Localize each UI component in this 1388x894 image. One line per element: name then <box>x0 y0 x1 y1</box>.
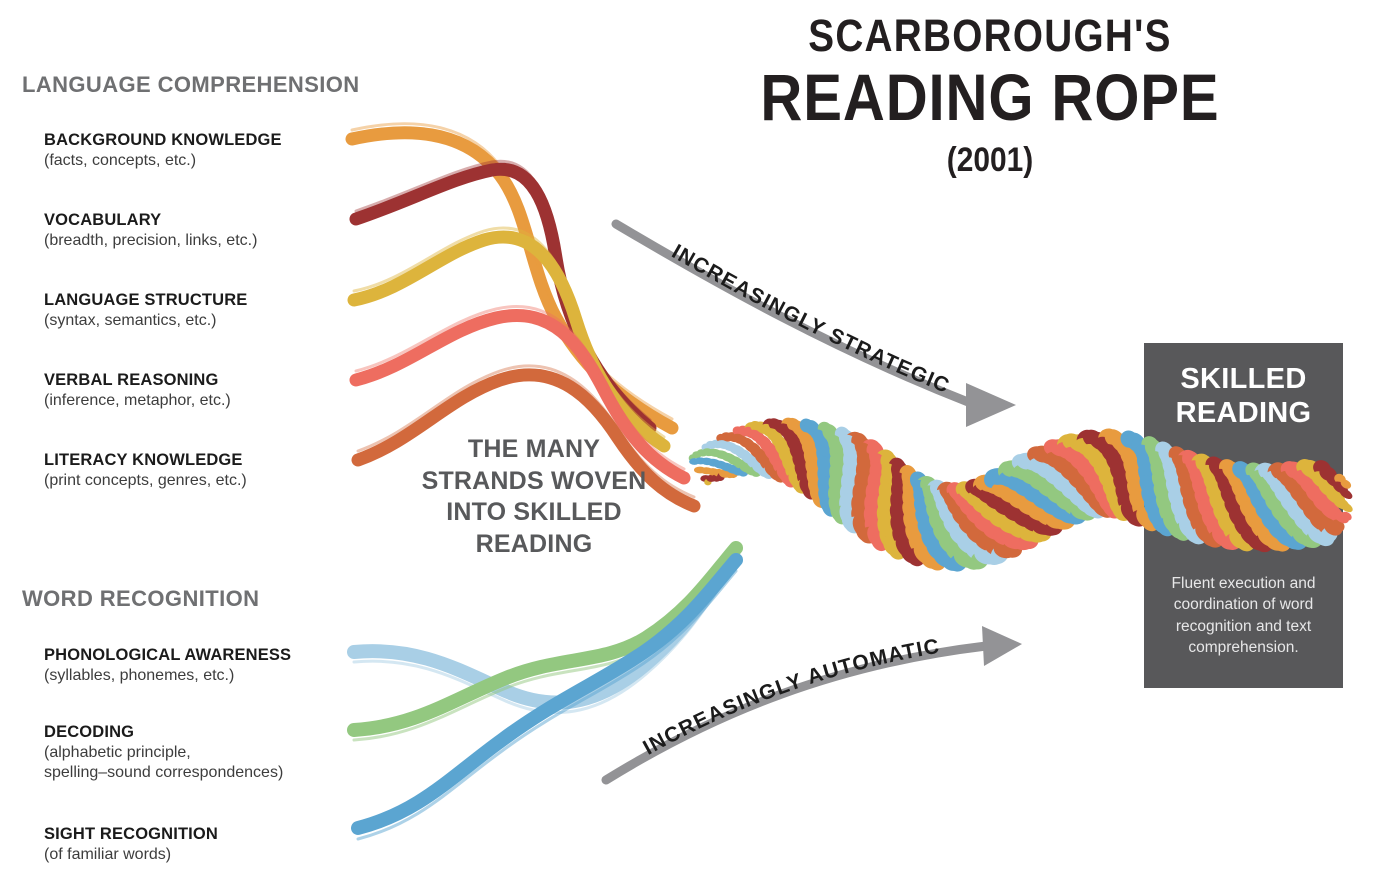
strand-label-phonological-awareness: PHONOLOGICAL AWARENESS (syllables, phone… <box>44 645 384 686</box>
title-year: (2001) <box>946 141 1034 180</box>
strand-label-background-knowledge: BACKGROUND KNOWLEDGE (facts, concepts, e… <box>44 130 384 171</box>
strand-label-sight-recognition: SIGHT RECOGNITION (of familiar words) <box>44 824 384 865</box>
skilled-reading-description: Fluent execution and coordination of wor… <box>1171 575 1316 657</box>
woven-rope-braid <box>688 417 1153 572</box>
strand-label-literacy-knowledge: LITERACY KNOWLEDGE (print concepts, genr… <box>44 450 384 491</box>
title-eyebrow: SCARBOROUGH'S <box>808 10 1172 61</box>
strand-title: VOCABULARY <box>44 211 162 229</box>
strand-detail: (syllables, phonemes, etc.) <box>44 667 235 685</box>
strand-title: LITERACY KNOWLEDGE <box>44 451 243 469</box>
title-block: SCARBOROUGH'S READING ROPE (2001) <box>600 12 1380 180</box>
page-title: READING ROPE <box>760 60 1220 135</box>
strand-title: BACKGROUND KNOWLEDGE <box>44 131 282 149</box>
strand-label-language-structure: LANGUAGE STRUCTURE (syntax, semantics, e… <box>44 290 384 331</box>
center-caption: THE MANY STRANDS WOVEN INTO SKILLED READ… <box>421 435 647 558</box>
strand-detail: (print concepts, genres, etc.) <box>44 472 247 490</box>
strand-detail: (inference, metaphor, etc.) <box>44 392 231 410</box>
strand-detail: (syntax, semantics, etc.) <box>44 312 217 330</box>
word-recognition-strands <box>354 548 736 841</box>
skilled-reading-panel: SKILLED READING Fluent execution and coo… <box>1144 343 1343 688</box>
language-comprehension-heading: LANGUAGE COMPREHENSION <box>22 72 360 97</box>
strand-detail: (of familiar words) <box>44 846 172 864</box>
strand-label-verbal-reasoning: VERBAL REASONING (inference, metaphor, e… <box>44 370 384 411</box>
strand-title: VERBAL REASONING <box>44 371 219 389</box>
strand-title: PHONOLOGICAL AWARENESS <box>44 646 292 664</box>
strand-title: LANGUAGE STRUCTURE <box>44 291 248 309</box>
strand-title: SIGHT RECOGNITION <box>44 825 218 843</box>
strand-detail: (alphabetic principle, spelling–sound co… <box>44 744 284 782</box>
strand-title: DECODING <box>44 723 135 741</box>
word-recognition-heading: WORD RECOGNITION <box>22 586 260 611</box>
skilled-reading-heading: SKILLED READING <box>1175 363 1312 429</box>
strand-label-decoding: DECODING (alphabetic principle, spelling… <box>44 722 384 783</box>
strand-detail: (facts, concepts, etc.) <box>44 152 197 170</box>
strand-label-vocabulary: VOCABULARY (breadth, precision, links, e… <box>44 210 384 251</box>
strand-detail: (breadth, precision, links, etc.) <box>44 232 258 250</box>
